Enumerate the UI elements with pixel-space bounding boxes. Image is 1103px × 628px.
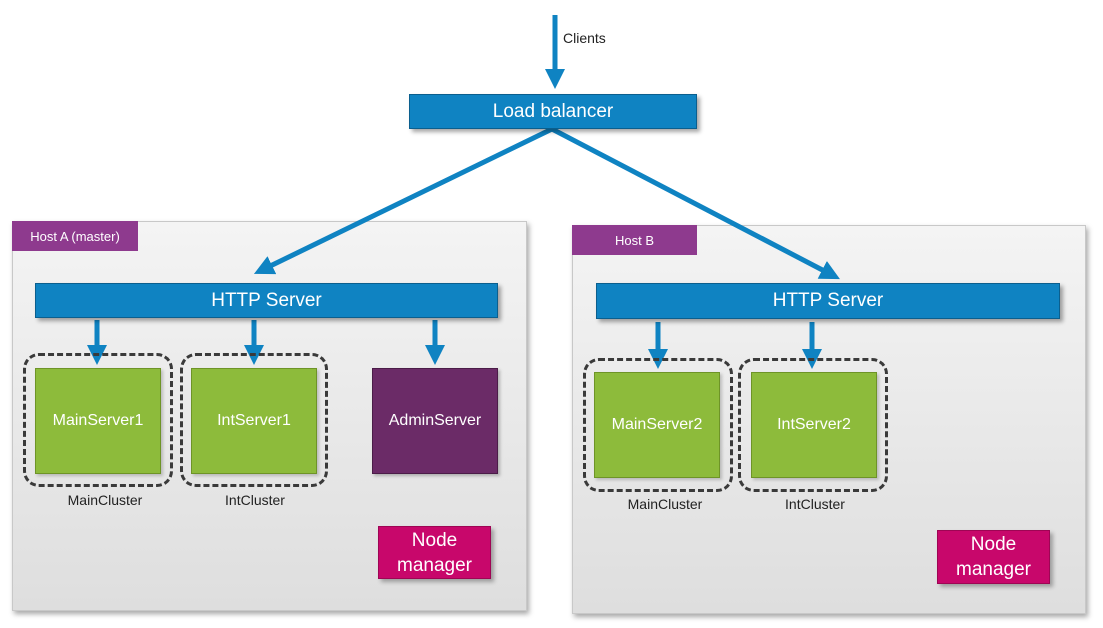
load-balancer: Load balancer <box>409 94 697 129</box>
host-a-int-cluster <box>180 353 328 487</box>
clients-label: Clients <box>563 30 606 46</box>
intserver1: IntServer1 <box>191 368 317 474</box>
lb-to-host-b-arrow <box>550 126 840 280</box>
host-b-main-cluster-label: MainCluster <box>627 496 703 512</box>
host-a-main-cluster-label: MainCluster <box>67 492 143 508</box>
host-a-tag: Host A (master) <box>12 221 138 251</box>
lb-to-host-a-arrow <box>253 126 554 275</box>
host-b-int-cluster <box>738 358 888 492</box>
host-a-int-cluster-label: IntCluster <box>225 492 285 508</box>
host-a-main-cluster <box>23 353 173 487</box>
host-a-node-manager: Node manager <box>378 526 491 579</box>
mainserver1: MainServer1 <box>35 368 161 474</box>
intserver2: IntServer2 <box>751 372 877 478</box>
host-b-int-cluster-label: IntCluster <box>785 496 845 512</box>
host-b-node-manager: Node manager <box>937 530 1050 584</box>
host-b-tag: Host B <box>572 225 697 255</box>
mainserver2: MainServer2 <box>594 372 720 478</box>
host-a-http-server: HTTP Server <box>35 283 498 318</box>
adminserver: AdminServer <box>372 368 498 474</box>
host-b-main-cluster <box>583 358 733 492</box>
host-b-http-server: HTTP Server <box>596 283 1060 319</box>
